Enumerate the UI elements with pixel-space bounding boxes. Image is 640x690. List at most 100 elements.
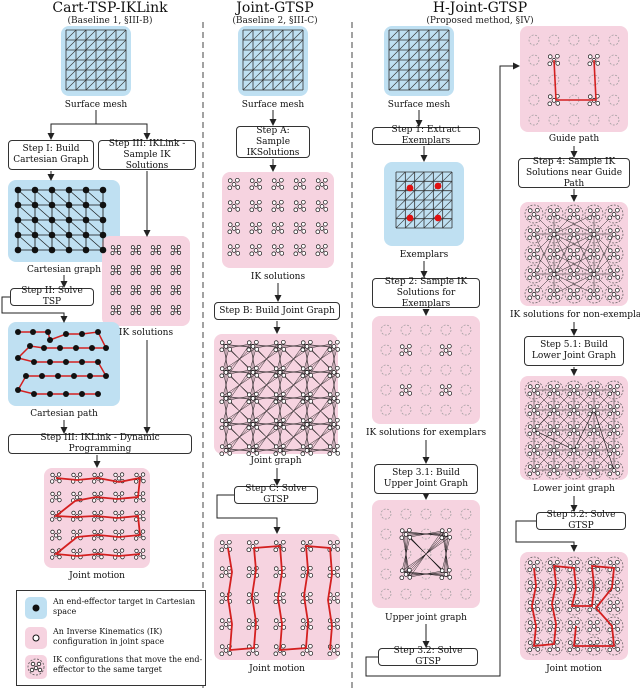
col2-graph-cluster: [300, 365, 314, 379]
non-exemplar-cluster: [604, 224, 624, 244]
placeholder-circle: [380, 324, 392, 336]
col1-motion-cluster: [50, 491, 62, 503]
non-exemplar-cluster: [544, 244, 564, 264]
col1-ik-cluster: [170, 264, 182, 276]
col2-motion-cluster: [273, 617, 287, 631]
placeholder-circle: [380, 364, 392, 376]
col1-title: Cart-TSP-IKLink: [52, 0, 168, 16]
col1-ik-cluster: [130, 304, 142, 316]
target-dot-icon: [25, 597, 47, 619]
arrow-mesh-to-step3a: [96, 123, 151, 140]
col1-subtitle: (Baseline 1, §III-B): [67, 16, 153, 26]
col4-motion-cluster: [584, 556, 604, 576]
col2-motion-cluster: [219, 643, 233, 657]
exemplar-ik-cluster: [439, 343, 453, 357]
col3-ik-ex-caption: IK solutions for exemplars: [366, 428, 487, 438]
col2-stepA-box: Step A: Sample IKSolutions: [236, 126, 310, 158]
placeholder-circle: [460, 508, 472, 520]
guide-cluster: [587, 53, 601, 67]
col2-graph-caption: Joint graph: [250, 456, 302, 466]
placeholder-circle: [548, 74, 560, 86]
placeholder-circle: [528, 94, 540, 106]
col2-subtitle: (Baseline 2, §III-C): [232, 16, 318, 26]
col1-ik-cluster: [170, 304, 182, 316]
col2-graph-cluster: [219, 391, 233, 405]
col3-step31-box: Step 3.1: Build Upper Joint Graph: [374, 464, 478, 494]
col1-ik-cluster: [150, 264, 162, 276]
col1-ik-caption: IK solutions: [118, 328, 174, 338]
col2-graph-cluster: [327, 417, 341, 431]
col2-graph-cluster: [219, 339, 233, 353]
lower-cluster: [524, 460, 544, 480]
col2-graph-cluster: [273, 365, 287, 379]
col1-ik-cluster: [110, 244, 122, 256]
placeholder-circle: [400, 364, 412, 376]
col4-motion-cluster: [544, 616, 564, 636]
lower-cluster: [524, 440, 544, 460]
placeholder-circle: [460, 528, 472, 540]
non-exemplar-cluster: [564, 224, 584, 244]
col2-graph-cluster: [246, 443, 260, 457]
lower-cluster: [604, 420, 624, 440]
placeholder-circle: [460, 384, 472, 396]
col2-motion-cluster: [219, 539, 233, 553]
cartesian-graph: [14, 186, 107, 254]
placeholder-circle: [528, 114, 540, 126]
col4-step52-box: Step 5.2: Solve GTSP: [536, 510, 626, 531]
placeholder-circle: [420, 364, 432, 376]
col2-motion-cluster: [273, 643, 287, 657]
exemplar-ik-cluster: [439, 383, 453, 397]
col4-motion-cluster: [604, 596, 624, 616]
exemplars-mesh: [395, 171, 453, 229]
col2-graph-cluster: [273, 417, 287, 431]
placeholder-circle: [440, 364, 452, 376]
col2-ik-cluster: [249, 199, 263, 213]
placeholder-circle: [548, 34, 560, 46]
non-exemplar-cluster: [564, 264, 584, 284]
col2-graph-cluster: [300, 339, 314, 353]
col2-stepC-box: Step C: Solve GTSP: [234, 484, 318, 505]
placeholder-circle: [588, 34, 600, 46]
non-exemplar-cluster: [524, 224, 544, 244]
col2-title: Joint-GTSP: [236, 0, 314, 16]
placeholder-circle: [528, 74, 540, 86]
col2-stepB-box: Step B: Build Joint Graph: [214, 302, 340, 320]
placeholder-circle: [380, 404, 392, 416]
col2-motion-cluster: [246, 539, 260, 553]
placeholder-circle: [548, 114, 560, 126]
col4-motion-cluster: [524, 616, 544, 636]
non-exemplar-cluster: [584, 264, 604, 284]
placeholder-circle: [460, 364, 472, 376]
col2-motion-cluster: [300, 591, 314, 605]
placeholder-circle: [460, 404, 472, 416]
non-exemplar-cluster: [524, 244, 544, 264]
col1-motion-cluster: [92, 510, 104, 522]
col2-ik-cluster: [315, 221, 329, 235]
col1-graph-caption: Cartesian graph: [26, 265, 101, 275]
lower-cluster: [544, 440, 564, 460]
col3-ik-ex-panel: [372, 316, 480, 424]
col1-motion-cluster: [92, 548, 104, 560]
col2-motion-cluster: [219, 591, 233, 605]
col2-ik-cluster: [293, 177, 307, 191]
exemplar-dot: [406, 214, 414, 222]
placeholder-circle: [420, 344, 432, 356]
col2-ik-cluster: [227, 243, 241, 257]
col2-graph-cluster: [327, 443, 341, 457]
col2-graph-cluster: [246, 339, 260, 353]
col1-motion-cluster: [134, 472, 146, 484]
col1-ik-cluster: [110, 284, 122, 296]
placeholder-circle: [420, 508, 432, 520]
non-exemplar-cluster: [604, 264, 624, 284]
col2-ik-cluster: [227, 221, 241, 235]
col2-motion-cluster: [327, 565, 341, 579]
col1-step1-box: Step I: Build Cartesian Graph: [8, 140, 94, 170]
lower-cluster: [564, 380, 584, 400]
lower-cluster: [564, 400, 584, 420]
col2-motion-cluster: [273, 591, 287, 605]
col2-ik-cluster: [315, 199, 329, 213]
placeholder-circle: [420, 548, 432, 560]
col3-upper-caption: Upper joint graph: [385, 613, 467, 623]
col3-step2-box: Step 2: Sample IK Solutions for Exemplar…: [372, 277, 480, 309]
placeholder-circle: [400, 508, 412, 520]
